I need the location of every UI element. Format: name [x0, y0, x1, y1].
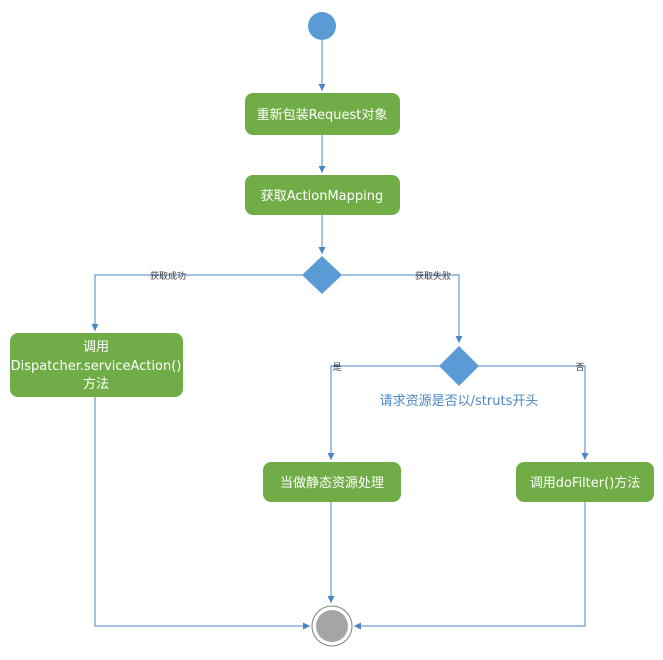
edge-failure [342, 274, 463, 343]
action-static-resource-label: 当做静态资源处理 [280, 476, 384, 491]
action-get-action-mapping [245, 175, 400, 215]
edge-dofilter-to-end [354, 502, 586, 630]
start-node [308, 12, 336, 40]
edge-label-success: 获取成功 [150, 270, 186, 282]
action-dispatcher-line-1: 调用 [83, 340, 109, 355]
action-dispatcher-line-2: Dispatcher.serviceAction() [11, 359, 182, 374]
action-get-action-mapping-label: 获取ActionMapping [261, 189, 384, 204]
action-dispatcher-service [10, 333, 183, 397]
action-rewrap-request-label: 重新包装Request对象 [257, 107, 388, 123]
end-node [316, 610, 348, 642]
edge-label-yes: 是 [332, 362, 341, 373]
action-static-resource [263, 462, 401, 502]
action-do-filter-label: 调用doFilter()方法 [530, 475, 641, 491]
edge-success [91, 274, 303, 331]
edge-yes [327, 365, 441, 460]
edge-label-no: 否 [575, 362, 584, 373]
edge-no [478, 365, 589, 460]
edge-dispatcher-to-end [94, 397, 310, 630]
action-rewrap-request [245, 93, 400, 135]
decision-mapping-result [302, 256, 342, 294]
decision-struts-prefix [439, 346, 479, 386]
decision-struts-prefix-label: 请求资源是否以/struts开头 [380, 394, 539, 409]
action-do-filter [516, 462, 654, 502]
action-dispatcher-line-3: 方法 [83, 376, 109, 392]
edge-label-failure: 获取失败 [415, 270, 451, 282]
